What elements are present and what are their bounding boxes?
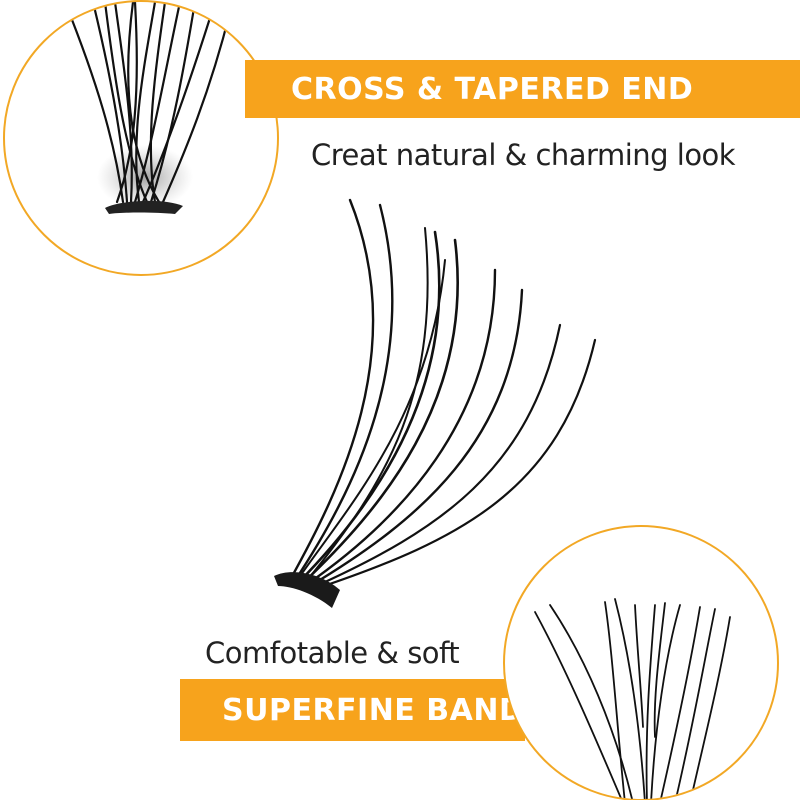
natural-look-subtitle: Creat natural & charming look: [311, 138, 736, 172]
cross-tapered-end-title: CROSS & TAPERED END: [291, 71, 694, 107]
comfortable-soft-subtitle: Comfotable & soft: [205, 636, 460, 670]
crossed-lash-fibers-illustration: [63, 2, 232, 214]
superfine-band-banner: SUPERFINE BAND: [180, 679, 525, 741]
lash-cluster-illustration: [274, 198, 597, 608]
superfine-band-zoom-circle: [503, 525, 779, 800]
cross-tapered-zoom-circle: [3, 0, 279, 276]
superfine-band-title: SUPERFINE BAND: [222, 692, 525, 728]
fine-lash-fibers-illustration: [534, 598, 731, 799]
cross-tapered-end-banner: CROSS & TAPERED END: [245, 60, 800, 118]
